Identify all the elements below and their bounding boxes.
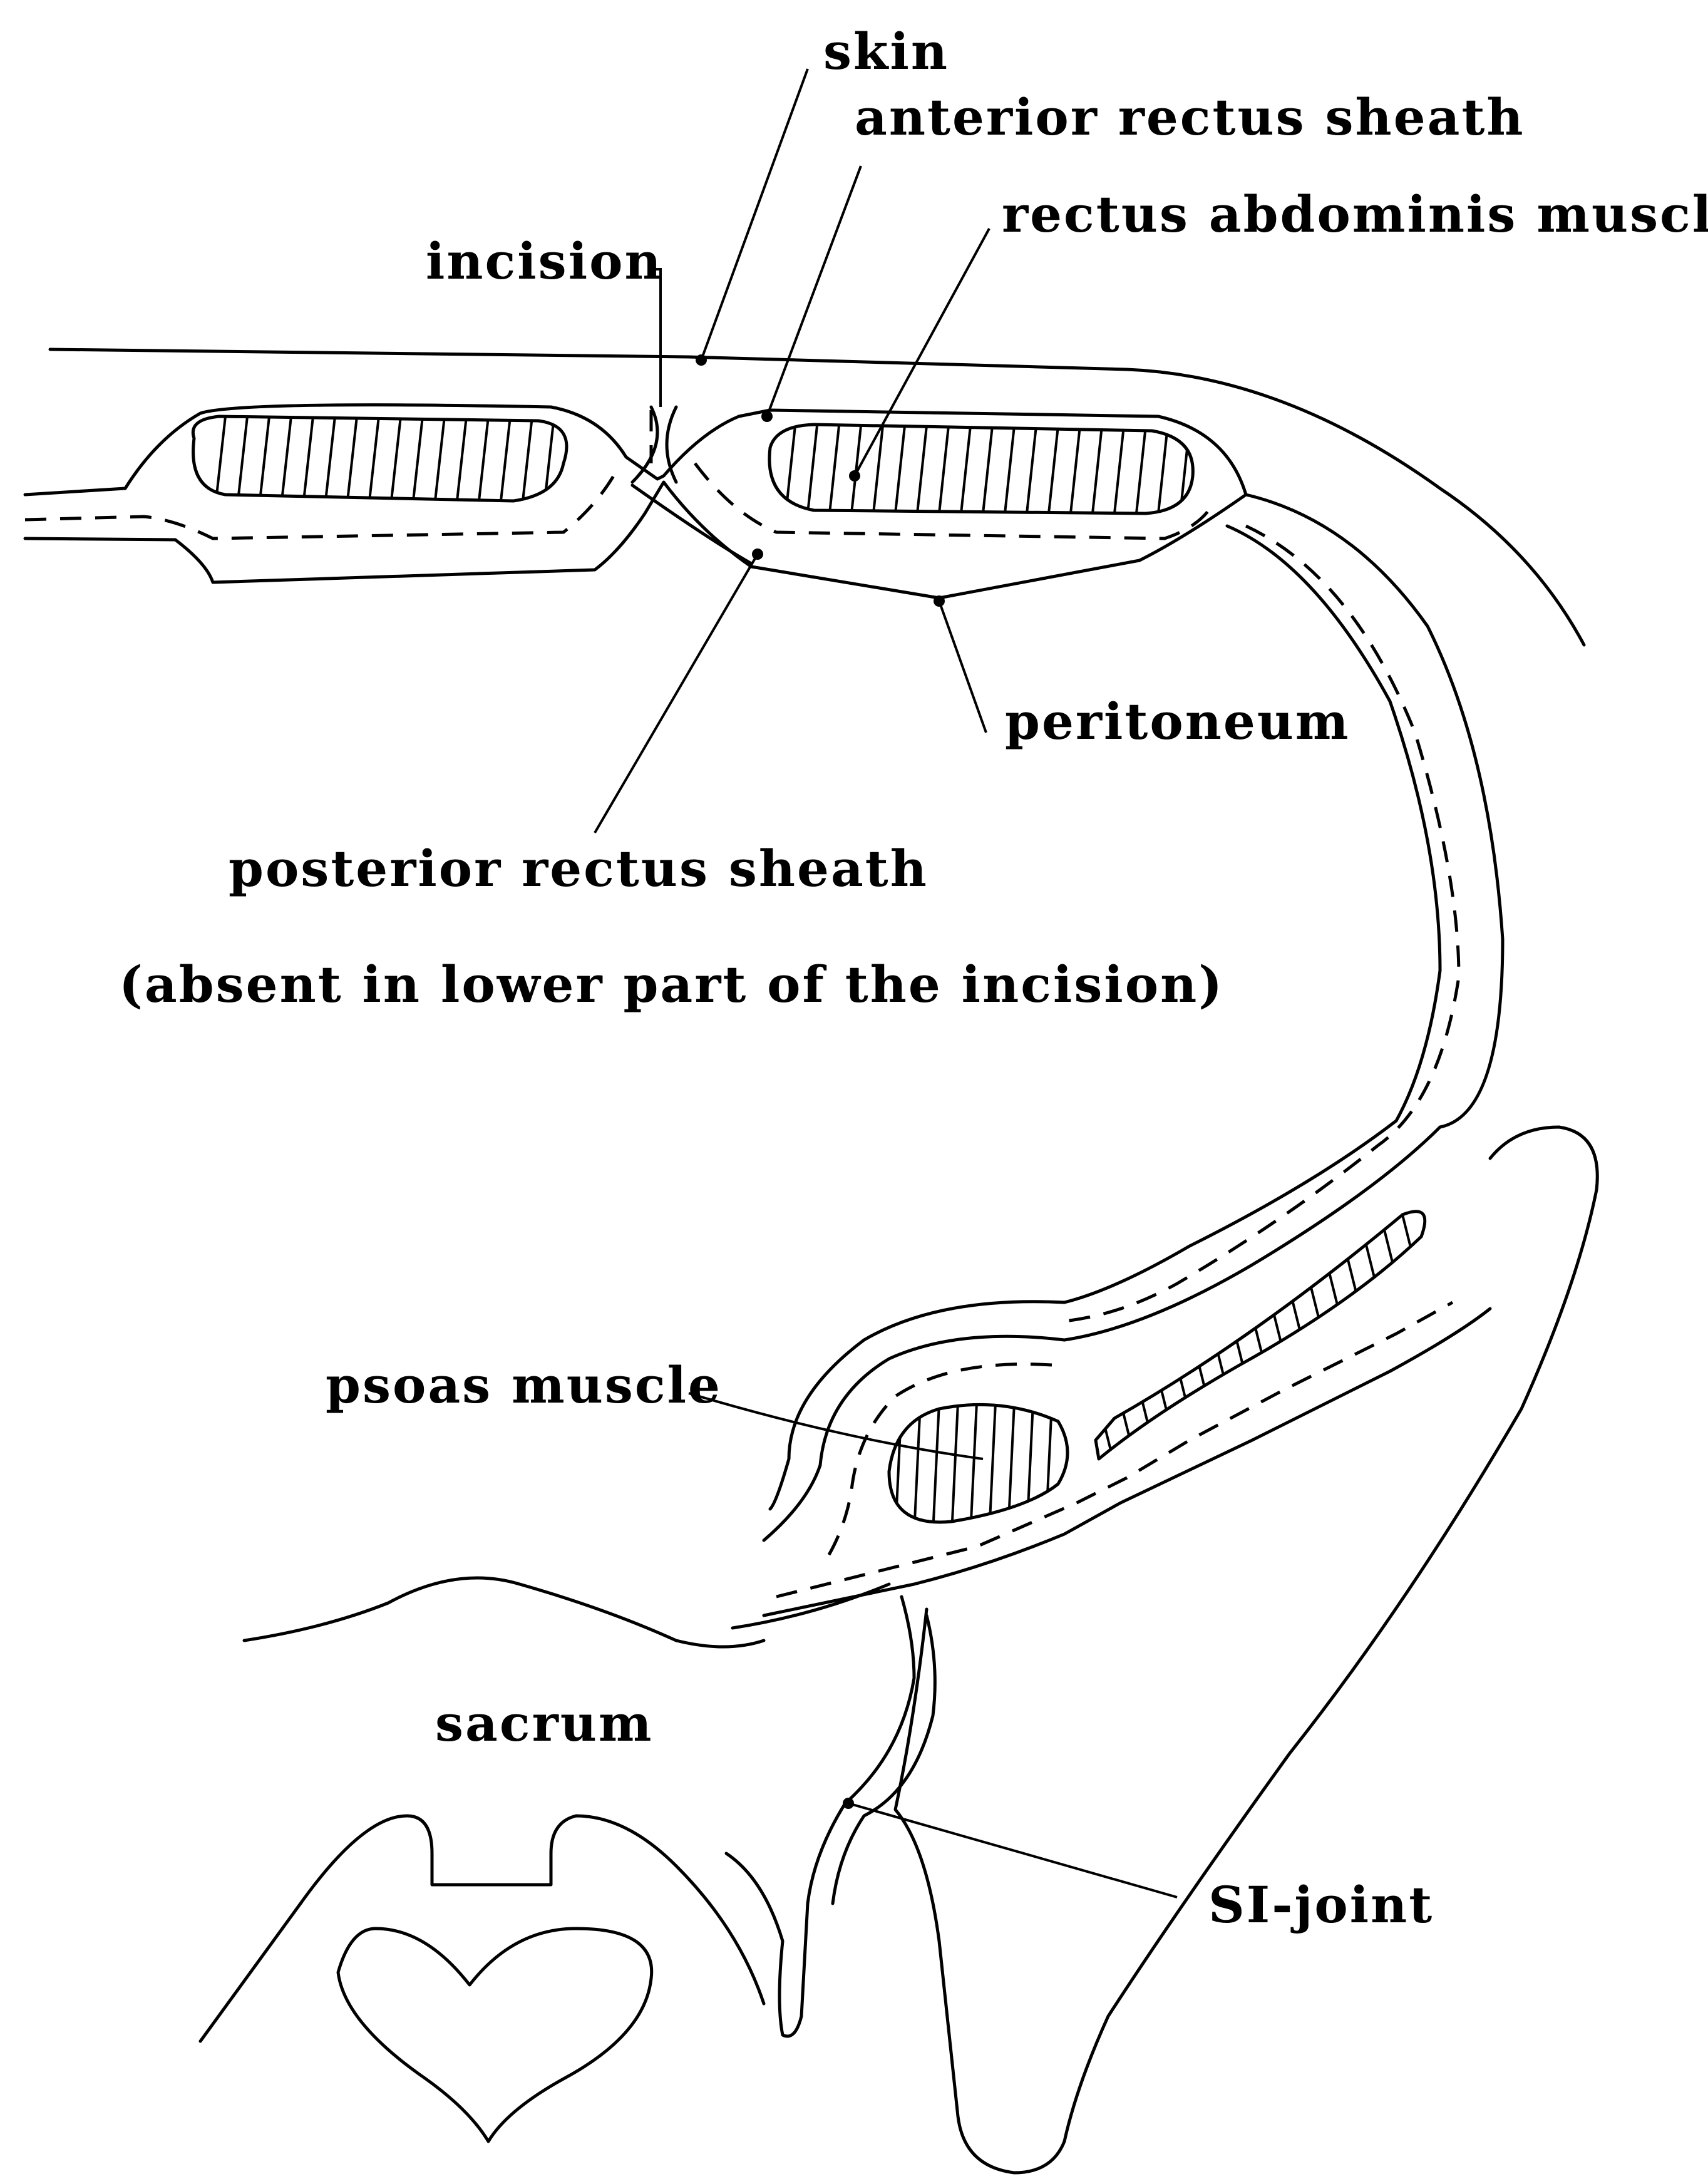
label-si-joint: SI-joint — [1208, 1875, 1434, 1934]
label-skin: skin — [823, 22, 949, 81]
sacrum — [200, 1578, 935, 2141]
label-rectus-abdominis-muscle: rectus abdominis muscle — [1002, 185, 1708, 244]
label-peritoneum: peritoneum — [1005, 692, 1350, 751]
label-posterior-rectus-sheath: posterior rectus sheath — [229, 839, 929, 898]
iliacus-muscle — [1096, 1212, 1425, 1465]
iliac-bone — [895, 1127, 1597, 2173]
psoas-muscle — [889, 1403, 1071, 1534]
label-anterior-rectus-sheath: anterior rectus sheath — [855, 88, 1525, 147]
label-sacrum: sacrum — [435, 1694, 654, 1753]
abdominal-wall — [25, 405, 1246, 598]
label-incision: incision — [426, 232, 663, 291]
flank-wall — [733, 495, 1503, 1628]
label-posterior-note: (absent in lower part of the incision) — [119, 955, 1224, 1014]
rectus-muscle-left — [193, 416, 567, 501]
rectus-muscle-right — [769, 425, 1193, 513]
label-psoas-muscle: psoas muscle — [326, 1356, 722, 1414]
